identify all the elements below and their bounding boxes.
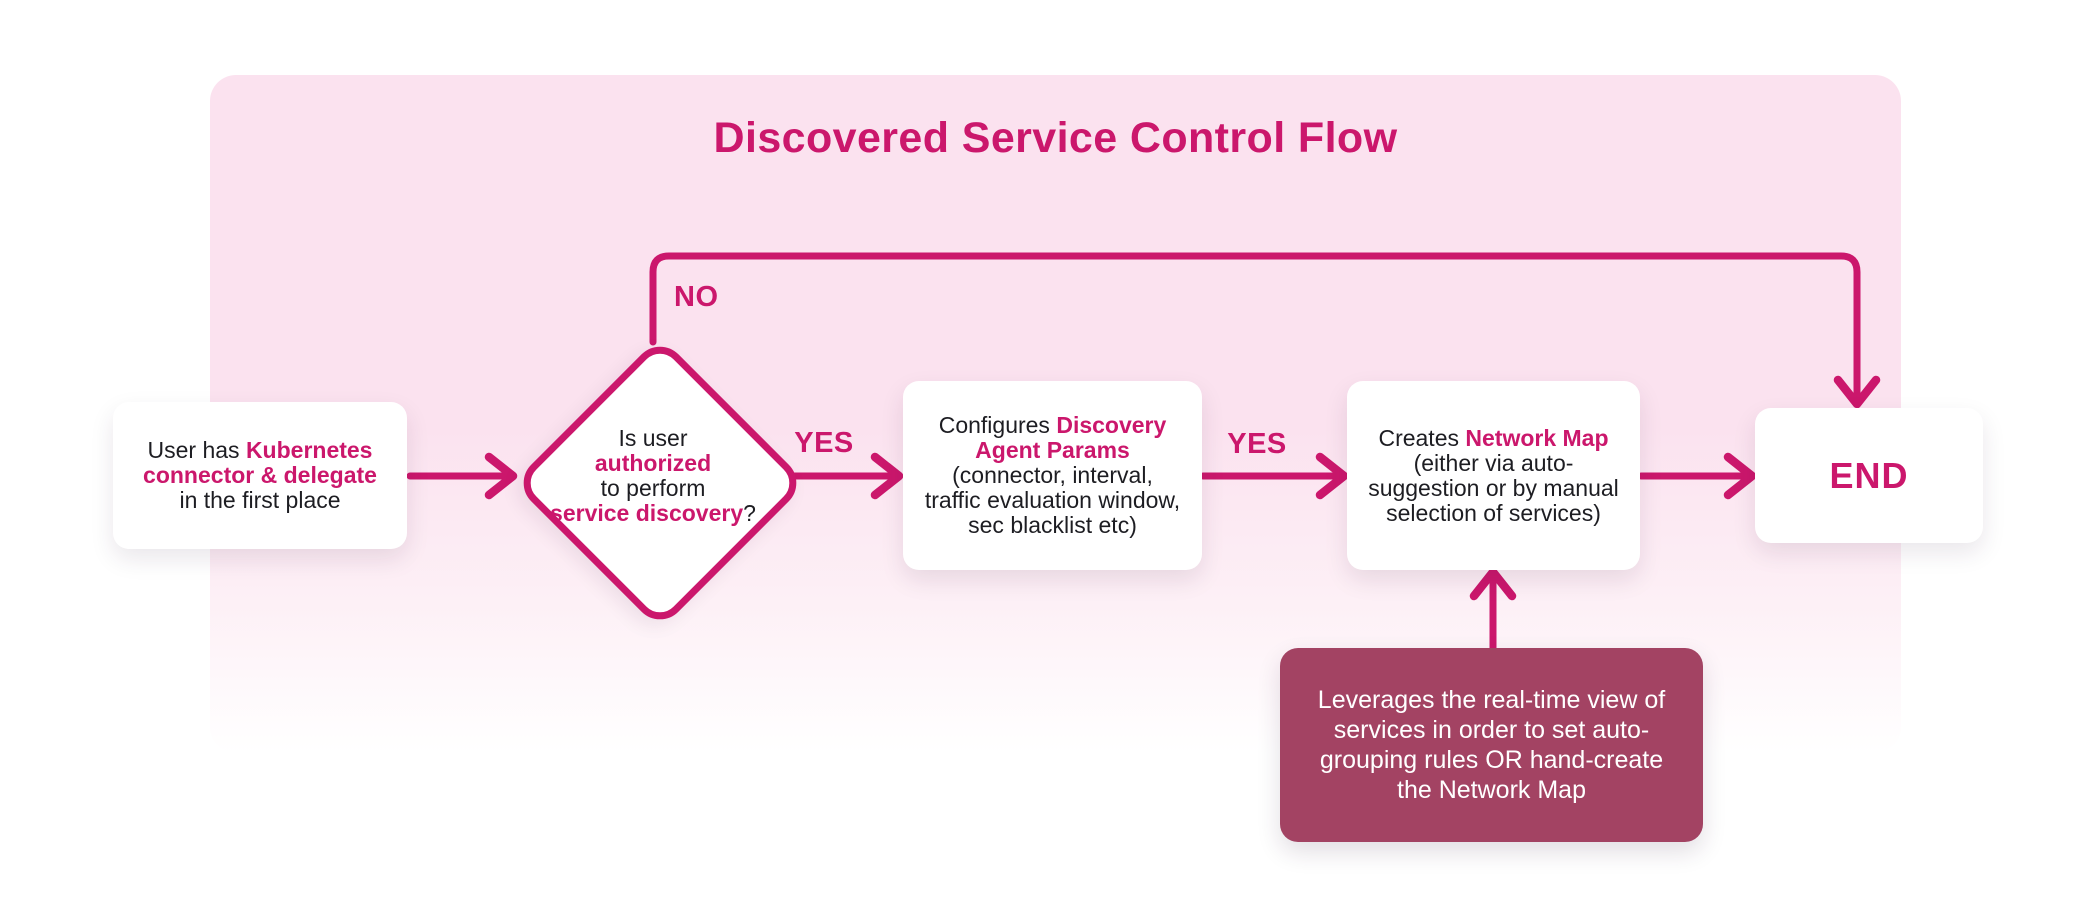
arrowhead-configure-to-create <box>1315 452 1349 500</box>
edge-label-yes-decision: YES <box>794 427 854 459</box>
arrowhead-create-to-end <box>1723 452 1757 500</box>
edge-label-yes-configure: YES <box>1227 428 1287 460</box>
arrow-decision-no-to-end <box>649 252 1861 402</box>
end-node: END <box>1755 408 1983 543</box>
flow-title: Discovered Service Control Flow <box>713 114 1398 162</box>
create-network-map-node: Creates Network Map(either via auto-sugg… <box>1347 381 1640 570</box>
arrowhead-decision-to-configure <box>870 452 904 500</box>
arrowhead-note-to-create <box>1469 567 1517 601</box>
edge-label-no: NO <box>674 281 719 313</box>
arrowhead-no-to-end <box>1833 375 1881 409</box>
arrowhead-start-to-decision <box>484 452 518 500</box>
